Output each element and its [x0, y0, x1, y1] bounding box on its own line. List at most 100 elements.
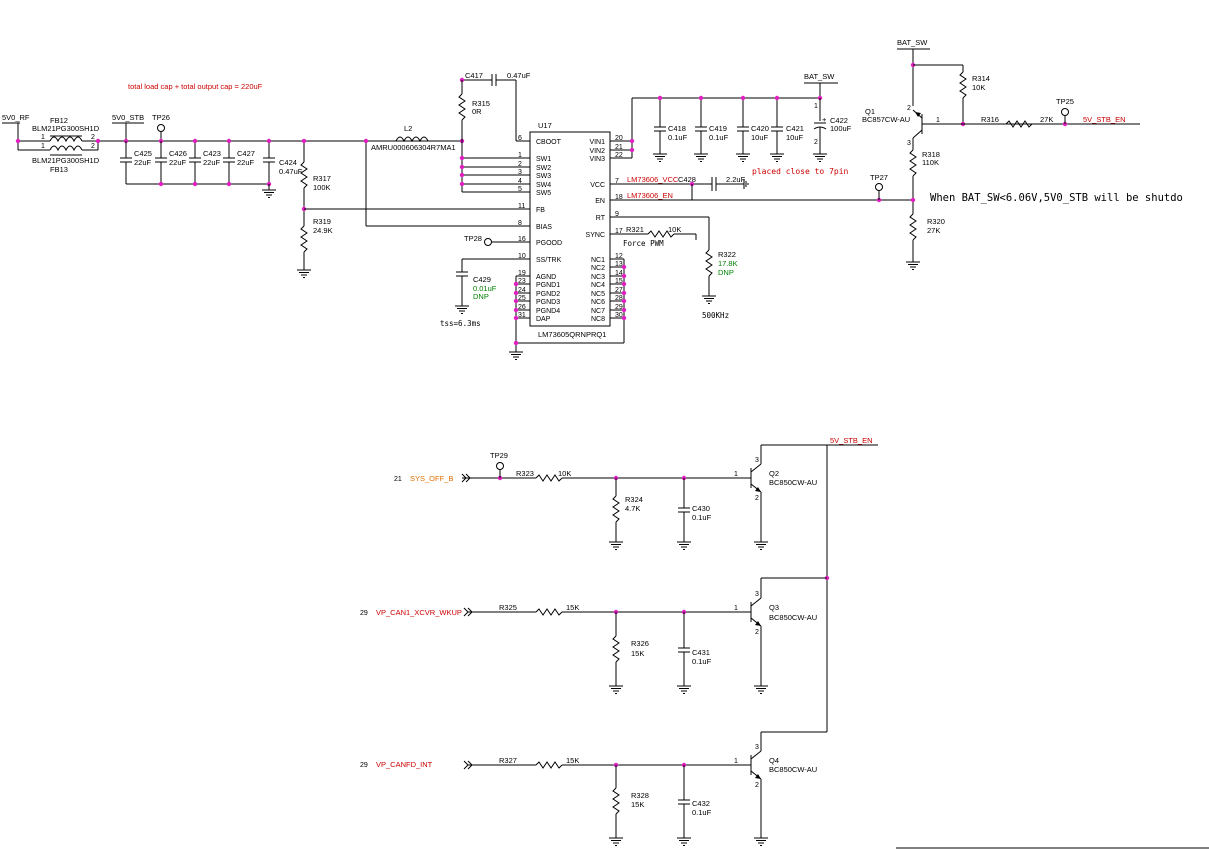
ic-part-number: LM73605QRNPRQ1 [538, 330, 606, 339]
svg-text:1: 1 [41, 134, 45, 141]
ic-pin-name: SW2 [536, 165, 551, 172]
r319-value: 24.9K [313, 226, 333, 235]
svg-text:29: 29 [360, 610, 368, 617]
svg-text:2: 2 [755, 782, 759, 789]
fb13-value: BLM21PG300SH1D [32, 156, 100, 165]
c430-capacitor [677, 507, 691, 513]
ic-pin-name: PGND4 [536, 308, 560, 315]
r325-value: 15K [566, 603, 579, 612]
fb13-inductor [49, 145, 83, 152]
net-label-stb-en: 5V_STB_EN [1083, 115, 1126, 124]
c432-value: 0.1uF [692, 808, 712, 817]
svg-text:C419: C419 [709, 124, 727, 133]
tp27-ref: TP27 [870, 173, 888, 182]
q1-value: BC857CW-AU [862, 115, 910, 124]
ic-pin-name: PGND3 [536, 299, 560, 306]
ic-pin-name: BIAS [536, 224, 552, 231]
svg-text:10uF: 10uF [751, 133, 769, 142]
ic-pin-number: 4 [518, 178, 522, 185]
c428-ref: C428 [678, 175, 696, 184]
ic-pin-number: 6 [518, 135, 522, 142]
r323-resistor [535, 474, 563, 482]
ic-pin-name: SYNC [586, 232, 605, 239]
q3-ref: Q3 [769, 603, 779, 612]
ic-pin-number: 16 [518, 236, 526, 243]
tp28-ref: TP28 [464, 234, 482, 243]
q1-ref: Q1 [865, 107, 875, 116]
ic-pin-number: 27 [615, 287, 623, 294]
svg-text:1: 1 [814, 103, 818, 110]
r322-resistor [705, 249, 713, 277]
svg-text:1: 1 [41, 143, 45, 150]
r322-value: 17.8K [718, 259, 738, 268]
ic-pin-number: 10 [518, 253, 526, 260]
ic-left-pins: CBOOT6SW11SW22SW33SW44SW55FB11BIAS8PGOOD… [516, 135, 562, 323]
ic-pin-number: 1 [518, 152, 522, 159]
wakeup-or-circuit: 5V_STB_EN 21 SYS_OFF_B TP29 R323 10K R32… [360, 436, 878, 846]
ic-pin-name: NC2 [591, 265, 605, 272]
ic-pin-number: 13 [615, 261, 623, 268]
svg-text:C423: C423 [203, 149, 221, 158]
l2-ref: L2 [404, 124, 412, 133]
ic-pin-number: 20 [615, 135, 623, 142]
c432-capacitor [677, 799, 691, 805]
ic-pin-name: VIN1 [589, 139, 605, 146]
ic-pin-number: 19 [518, 270, 526, 277]
ic-pin-number: 24 [518, 287, 526, 294]
net-label-5v0-stb: 5V0_STB [112, 113, 144, 122]
svg-text:22uF: 22uF [237, 158, 255, 167]
c432-ref: C432 [692, 799, 710, 808]
input-section: 5V0_RF FB12 BLM21PG300SH1D 1 2 1 2 BLM21PG… [2, 113, 530, 278]
tp26-testpoint [157, 124, 165, 132]
r316-ref: R316 [981, 115, 999, 124]
ic-pin-name: SW1 [536, 156, 551, 163]
r328-ref: R328 [631, 791, 649, 800]
ic-pin-number: 28 [615, 295, 623, 302]
ic-pin-number: 9 [615, 211, 619, 218]
ic-pin-name: RT [596, 215, 606, 222]
c429-dnp: DNP [473, 292, 489, 301]
ic-pin-name: SW3 [536, 173, 551, 180]
fb12-ref: FB12 [50, 116, 68, 125]
ic-pin-number: 5 [518, 186, 522, 193]
ic-pin-number: 22 [615, 152, 623, 159]
shutdown-note: When BAT_SW<6.06V,5V0_STB will be shutdo [930, 192, 1183, 204]
svg-text:0.1uF: 0.1uF [709, 133, 729, 142]
svg-text:2: 2 [91, 143, 95, 150]
svg-text:22uF: 22uF [169, 158, 187, 167]
ic-pin-name: SS/TRK [536, 257, 562, 264]
r314-ref: R314 [972, 74, 990, 83]
r324-ref: R324 [625, 495, 643, 504]
svg-text:2: 2 [91, 134, 95, 141]
q2-ref: Q2 [769, 469, 779, 478]
svg-text:1: 1 [734, 605, 738, 612]
ic-body [529, 131, 611, 327]
svg-text:0.47uF: 0.47uF [279, 167, 303, 176]
svg-text:C418: C418 [668, 124, 686, 133]
r326-ref: R326 [631, 639, 649, 648]
r326-value: 15K [631, 649, 644, 658]
svg-text:3: 3 [907, 140, 911, 147]
svg-text:21: 21 [394, 476, 402, 483]
r328-value: 15K [631, 800, 644, 809]
u17-regulator-ic: U17 LM73605QRNPRQ1 CBOOT6SW11SW22SW33SW4… [454, 71, 627, 360]
ic-ref: U17 [538, 121, 552, 130]
q4-ref: Q4 [769, 756, 779, 765]
r324-resistor [612, 495, 620, 523]
ic-pin-name: SW5 [536, 190, 551, 197]
net-label-canfd-int: VP_CANFD_INT [376, 760, 433, 769]
tp29-ref: TP29 [490, 451, 508, 460]
r316-value: 27K [1040, 115, 1053, 124]
fb12-value: BLM21PG300SH1D [32, 124, 100, 133]
r322-ref: R322 [718, 250, 736, 259]
net-label-lm-vcc: LM73606_VCC [627, 175, 679, 184]
r318-ref: R318 [922, 150, 940, 159]
ic-pin-number: 26 [518, 304, 526, 311]
c417-ref: C417 [465, 71, 483, 80]
net-label-5v0-rf: 5V0_RF [2, 113, 30, 122]
c430-value: 0.1uF [692, 513, 712, 522]
